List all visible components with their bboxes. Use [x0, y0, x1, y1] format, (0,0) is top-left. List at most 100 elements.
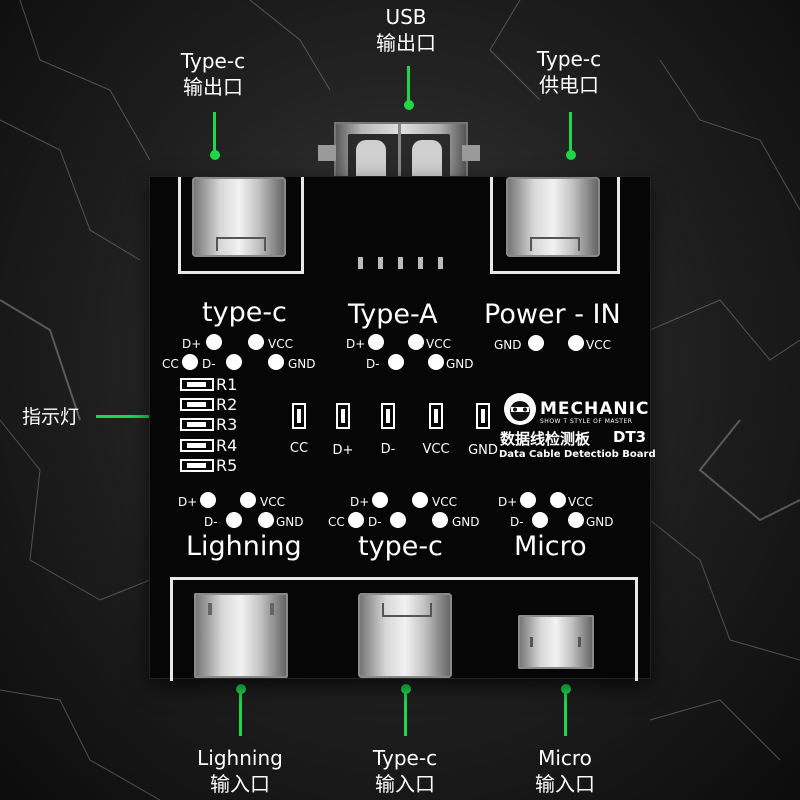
- indicator-callout: 指示灯: [22, 406, 80, 428]
- lightning-pin-dot-gnd: [258, 512, 274, 528]
- led-label-dplus: D+: [332, 443, 354, 458]
- typec-power-callout: Type-c 供电口: [524, 46, 614, 98]
- micro-input-callout: Micro 输入口: [520, 745, 610, 797]
- micro-callout-dot: [561, 684, 571, 694]
- typec-power-callout-subtitle: 供电口: [539, 73, 599, 97]
- lightning-input-callout: Lighning 输入口: [180, 745, 300, 797]
- lightning-pin-dot-dplus: [200, 492, 216, 508]
- typea-pin-dot-dplus: [368, 334, 384, 350]
- mechanic-logo-icon: [504, 393, 536, 425]
- resistor-r2: [180, 398, 214, 411]
- led-label-gnd: GND: [468, 443, 498, 458]
- bottom-typec-pin-dot-vcc: [412, 492, 428, 508]
- section-title-micro: Micro: [514, 531, 587, 562]
- section-title-lightning: Lighning: [186, 531, 302, 562]
- led-vcc: [429, 403, 443, 429]
- typec-output-port-tongue: [216, 237, 266, 251]
- resistor-label-r5: R5: [216, 456, 238, 475]
- micro-callout-line: [564, 690, 567, 736]
- power-pin-label-gnd: GND: [494, 338, 522, 352]
- typec-input-port-tongue: [382, 603, 432, 617]
- pin-dot-gnd: [268, 354, 284, 370]
- usb-a-contact-right: [412, 140, 442, 184]
- typec-output-callout-subtitle: 输出口: [183, 75, 243, 99]
- lightning-callout-dot: [236, 684, 246, 694]
- typec-power-callout-line: [569, 112, 572, 154]
- micro-callout-title: Micro: [538, 746, 592, 770]
- pin-dot-cc: [182, 354, 198, 370]
- micro-pin-dot-gnd: [568, 512, 584, 528]
- bottom-typec-pin-dot-dplus: [372, 492, 388, 508]
- lightning-input-port[interactable]: [194, 593, 288, 678]
- lightning-pin-label-vcc: VCC: [260, 495, 285, 509]
- resistor-label-r3: R3: [216, 415, 238, 434]
- pin-dot-dminus: [226, 354, 242, 370]
- bottom-typec-pin-dot-cc: [348, 512, 364, 528]
- pin-label-cc: CC: [162, 357, 179, 371]
- data-cable-detection-board: type-c Type-A Power - IN D+ VCC CC D- GN…: [150, 177, 656, 681]
- lightning-pin-label-dplus: D+: [178, 495, 198, 509]
- typec-output-callout: Type-c 输出口: [168, 48, 258, 100]
- micro-pin-label-dminus: D-: [510, 515, 524, 529]
- lightning-callout-subtitle: 输入口: [210, 772, 270, 796]
- input-ports-frame: [170, 577, 638, 681]
- usb-callout-subtitle: 输出口: [376, 31, 436, 55]
- usb-output-callout: USB 输出口: [366, 4, 446, 56]
- section-title-power-in: Power - IN: [484, 299, 621, 330]
- pin-label-gnd: GND: [288, 357, 316, 371]
- led-label-vcc: VCC: [422, 442, 450, 457]
- bottom-typec-pin-label-dplus: D+: [350, 495, 370, 509]
- pin-label-dminus: D-: [202, 357, 216, 371]
- typec-input-callout-line: [404, 690, 407, 736]
- brand-slogan: SHOW T STYLE OF MASTER: [540, 418, 633, 425]
- lightning-callout-title: Lighning: [197, 746, 283, 770]
- typec-output-frame: [178, 177, 304, 274]
- led-dplus: [336, 403, 350, 429]
- resistor-r5: [180, 459, 214, 472]
- typec-output-callout-line: [213, 112, 216, 154]
- resistor-r4: [180, 439, 214, 452]
- micro-pin-dot-dplus: [520, 492, 536, 508]
- typec-power-callout-dot: [566, 150, 576, 160]
- section-title-typec-top: type-c: [202, 297, 287, 328]
- led-cc: [292, 403, 306, 429]
- micro-pin-dot-vcc: [550, 492, 566, 508]
- typea-pin-dot-vcc: [408, 334, 424, 350]
- usb-a-tab-right: [462, 145, 480, 161]
- micro-pin-label-dplus: D+: [498, 495, 518, 509]
- typec-power-callout-title: Type-c: [536, 47, 602, 71]
- typec-input-port[interactable]: [358, 593, 452, 678]
- lightning-pin-dot-vcc: [240, 492, 256, 508]
- micro-input-port[interactable]: [518, 615, 594, 669]
- lightning-pin-dot-dminus: [226, 512, 242, 528]
- led-label-dminus: D-: [380, 442, 396, 457]
- resistor-r1: [180, 378, 214, 391]
- power-pin-dot-gnd: [528, 335, 544, 351]
- resistor-label-r1: R1: [216, 375, 238, 394]
- usb-a-contact-left: [356, 140, 386, 184]
- typec-output-port[interactable]: [192, 177, 286, 257]
- micro-pin-label-gnd: GND: [586, 515, 614, 529]
- resistor-r3: [180, 418, 214, 431]
- section-title-typea: Type-A: [348, 299, 438, 330]
- typec-power-frame: [490, 177, 620, 274]
- product-subtitle: Data Cable Detectiob Board: [499, 449, 656, 460]
- pin-label-dplus: D+: [182, 337, 202, 351]
- typea-pin-label-dminus: D-: [366, 357, 380, 371]
- typec-power-port[interactable]: [506, 177, 600, 257]
- product-name: 数据线检测板: [500, 430, 591, 448]
- bottom-typec-pin-label-gnd: GND: [452, 515, 480, 529]
- pin-label-vcc: VCC: [268, 337, 293, 351]
- pin-dot-dplus: [206, 334, 222, 350]
- typec-input-callout-subtitle: 输入口: [375, 772, 435, 796]
- micro-callout-subtitle: 输入口: [535, 772, 595, 796]
- micro-pin-label-vcc: VCC: [568, 495, 593, 509]
- bottom-typec-pin-label-vcc: VCC: [432, 495, 457, 509]
- resistor-label-r2: R2: [216, 395, 238, 414]
- resistor-label-r4: R4: [216, 436, 238, 455]
- typea-pin-label-dplus: D+: [346, 337, 366, 351]
- bottom-typec-pin-dot-dminus: [390, 512, 406, 528]
- lightning-pin-label-gnd: GND: [276, 515, 304, 529]
- typea-pin-dot-dminus: [388, 354, 404, 370]
- bottom-typec-pin-label-dminus: D-: [368, 515, 382, 529]
